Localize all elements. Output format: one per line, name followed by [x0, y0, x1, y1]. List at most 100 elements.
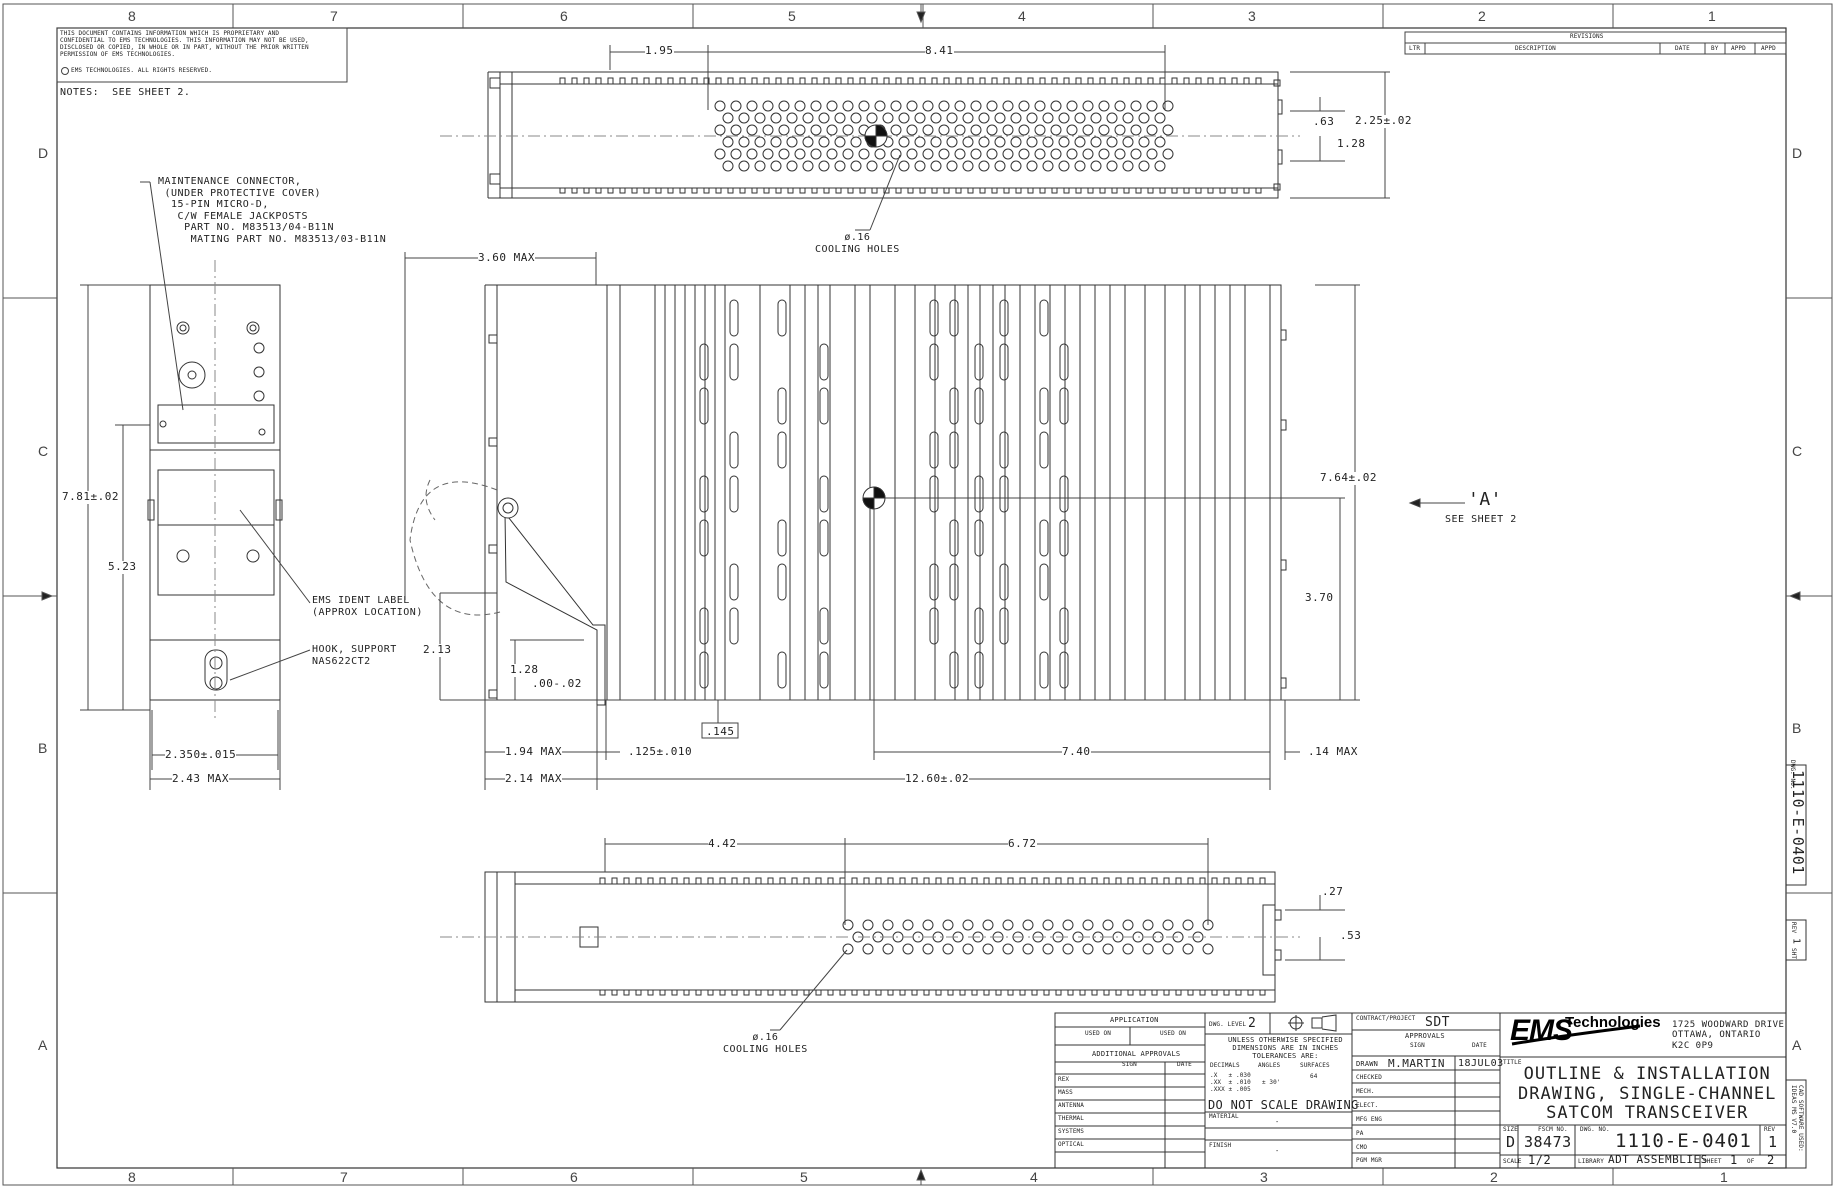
edge-slot: [931, 187, 938, 194]
edge-slot: [907, 77, 914, 85]
edge-slot: [611, 989, 618, 996]
cooling-hole: [1026, 136, 1038, 148]
edge-slot: [827, 877, 834, 885]
cooling-hole: [762, 124, 774, 136]
edge-slot: [863, 989, 870, 996]
cooling-hole: [746, 100, 758, 112]
edge-slot: [995, 989, 1002, 996]
edge-slot: [1235, 989, 1242, 996]
cooling-hole: [898, 136, 910, 148]
cooling-hole: [994, 136, 1006, 148]
cooling-hole: [1062, 919, 1074, 931]
cooling-hole: [1066, 148, 1078, 160]
dim-125: .125±.010: [628, 745, 693, 759]
cooling-hole: [1106, 160, 1118, 172]
edge-slot: [1067, 877, 1074, 885]
zone-row-label: C: [38, 443, 49, 459]
edge-slot: [1063, 187, 1070, 194]
edge-slot: [571, 187, 578, 194]
edge-slot: [595, 187, 602, 194]
hook-support-callout: HOOK, SUPPORT NAS622CT2: [312, 644, 397, 667]
cooling-hole: [1182, 943, 1194, 955]
vent-slot: [929, 299, 939, 337]
cooling-hole: [762, 148, 774, 160]
cooling-hole: [730, 100, 742, 112]
zone-col-label: 7: [330, 8, 338, 24]
dim-6-72: 6.72: [1008, 837, 1037, 851]
fscm-label: FSCM NO.: [1538, 1126, 1568, 1133]
edge-slot: [1127, 989, 1134, 996]
cooling-hole: [794, 124, 806, 136]
zone-col-label: 1: [1708, 8, 1716, 24]
dim-7-81: 7.81±.02: [62, 490, 119, 504]
edge-slot: [1199, 989, 1206, 996]
cooling-holes-top-callout: ø.16 COOLING HOLES: [815, 232, 900, 255]
edge-slot: [679, 77, 686, 85]
cooling-hole: [942, 919, 954, 931]
cooling-hole: [954, 148, 966, 160]
edge-slot: [599, 989, 606, 996]
vent-slot: [819, 519, 829, 557]
cooling-hole: [1106, 112, 1118, 124]
vent-slot: [1059, 343, 1069, 381]
cooling-hole: [778, 124, 790, 136]
edge-slot: [1031, 989, 1038, 996]
cooling-hole: [1042, 943, 1054, 955]
cooling-hole: [1162, 124, 1174, 136]
edge-slot: [679, 187, 686, 194]
cooling-hole: [858, 148, 870, 160]
library-label: LIBRARY: [1578, 1158, 1604, 1165]
size-label: SIZE: [1503, 1126, 1518, 1133]
fscm-value: 38473: [1524, 1133, 1572, 1151]
edge-slot: [755, 877, 762, 885]
cooling-hole: [754, 112, 766, 124]
cooling-hole: [1082, 943, 1094, 955]
cooling-hole: [1102, 943, 1114, 955]
cooling-hole: [850, 160, 862, 172]
vent-slot: [819, 475, 829, 513]
dim-1-94: 1.94 MAX: [505, 745, 562, 759]
scale-label: SCALE: [1503, 1158, 1522, 1165]
cooling-hole: [1146, 100, 1158, 112]
side-view: [409, 284, 1300, 706]
edge-slot: [1135, 187, 1142, 194]
dim-3-70: 3.70: [1305, 591, 1334, 605]
edge-slot: [959, 877, 966, 885]
vent-slot: [1059, 387, 1069, 425]
edge-slot: [983, 877, 990, 885]
vent-slot: [999, 607, 1009, 645]
edge-slot: [1103, 877, 1110, 885]
cooling-hole: [714, 148, 726, 160]
edge-slot: [1091, 877, 1098, 885]
cooling-hole: [818, 112, 830, 124]
zone-col-label: 4: [1030, 1169, 1038, 1185]
edge-slot: [1175, 989, 1182, 996]
vent-slot: [699, 387, 709, 425]
edge-slot: [1087, 187, 1094, 194]
edge-slot: [703, 77, 710, 85]
cooling-hole: [1074, 160, 1086, 172]
edge-slot: [1015, 187, 1022, 194]
edge-slot: [1031, 877, 1038, 885]
zone-ticks: [3, 4, 1832, 1185]
cooling-hole: [850, 136, 862, 148]
zone-row-label: D: [1792, 145, 1803, 161]
scale-value: 1/2: [1528, 1153, 1552, 1167]
role-pgm-mgr: PGM MGR: [1356, 1157, 1382, 1164]
cooling-hole: [1138, 160, 1150, 172]
edge-slot: [1039, 187, 1046, 194]
edge-slot: [695, 877, 702, 885]
edge-slot: [1051, 77, 1058, 85]
edge-slot: [791, 989, 798, 996]
edge-slot: [751, 187, 758, 194]
cooling-hole: [1154, 112, 1166, 124]
cooling-hole: [746, 124, 758, 136]
vent-slot: [729, 475, 739, 513]
edge-slot: [823, 187, 830, 194]
cooling-hole: [914, 136, 926, 148]
edge-slot: [775, 187, 782, 194]
copyright-notice: EMS TECHNOLOGIES. ALL RIGHTS RESERVED.: [71, 67, 213, 74]
edge-slot: [943, 77, 950, 85]
vent-slot: [1059, 651, 1069, 689]
edge-slot: [1055, 989, 1062, 996]
